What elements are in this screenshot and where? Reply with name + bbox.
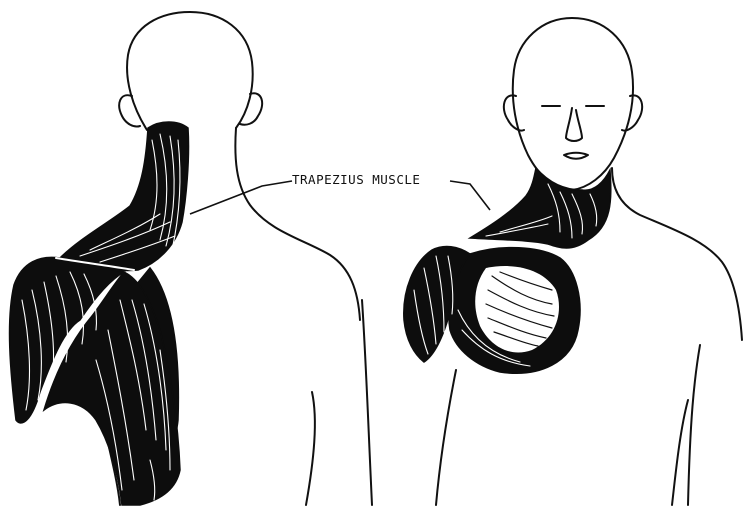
back-view-trapezius-upper <box>60 122 189 271</box>
front-view-right-arm-outline <box>688 345 700 505</box>
front-view-trapezius <box>470 168 611 248</box>
leader-line-front <box>450 181 490 210</box>
trapezius-muscle-label: TRAPEZIUS MUSCLE <box>292 172 420 187</box>
front-view-head-outline <box>513 18 633 190</box>
back-view-figure <box>10 12 372 505</box>
back-view-right-torso-outline <box>306 392 315 505</box>
front-view-mouth <box>564 153 588 159</box>
back-view-right-ear <box>240 93 262 124</box>
back-view-head-outline <box>127 12 253 130</box>
front-view-left-torso-outline <box>436 370 456 505</box>
front-view-figure <box>404 18 742 505</box>
front-view-right-torso-outline <box>672 400 688 505</box>
front-view-nose <box>566 108 582 141</box>
back-view-right-shoulder-outline <box>235 128 360 320</box>
front-view-right-shoulder-outline <box>612 168 742 340</box>
back-view-right-arm-outline <box>362 300 372 505</box>
